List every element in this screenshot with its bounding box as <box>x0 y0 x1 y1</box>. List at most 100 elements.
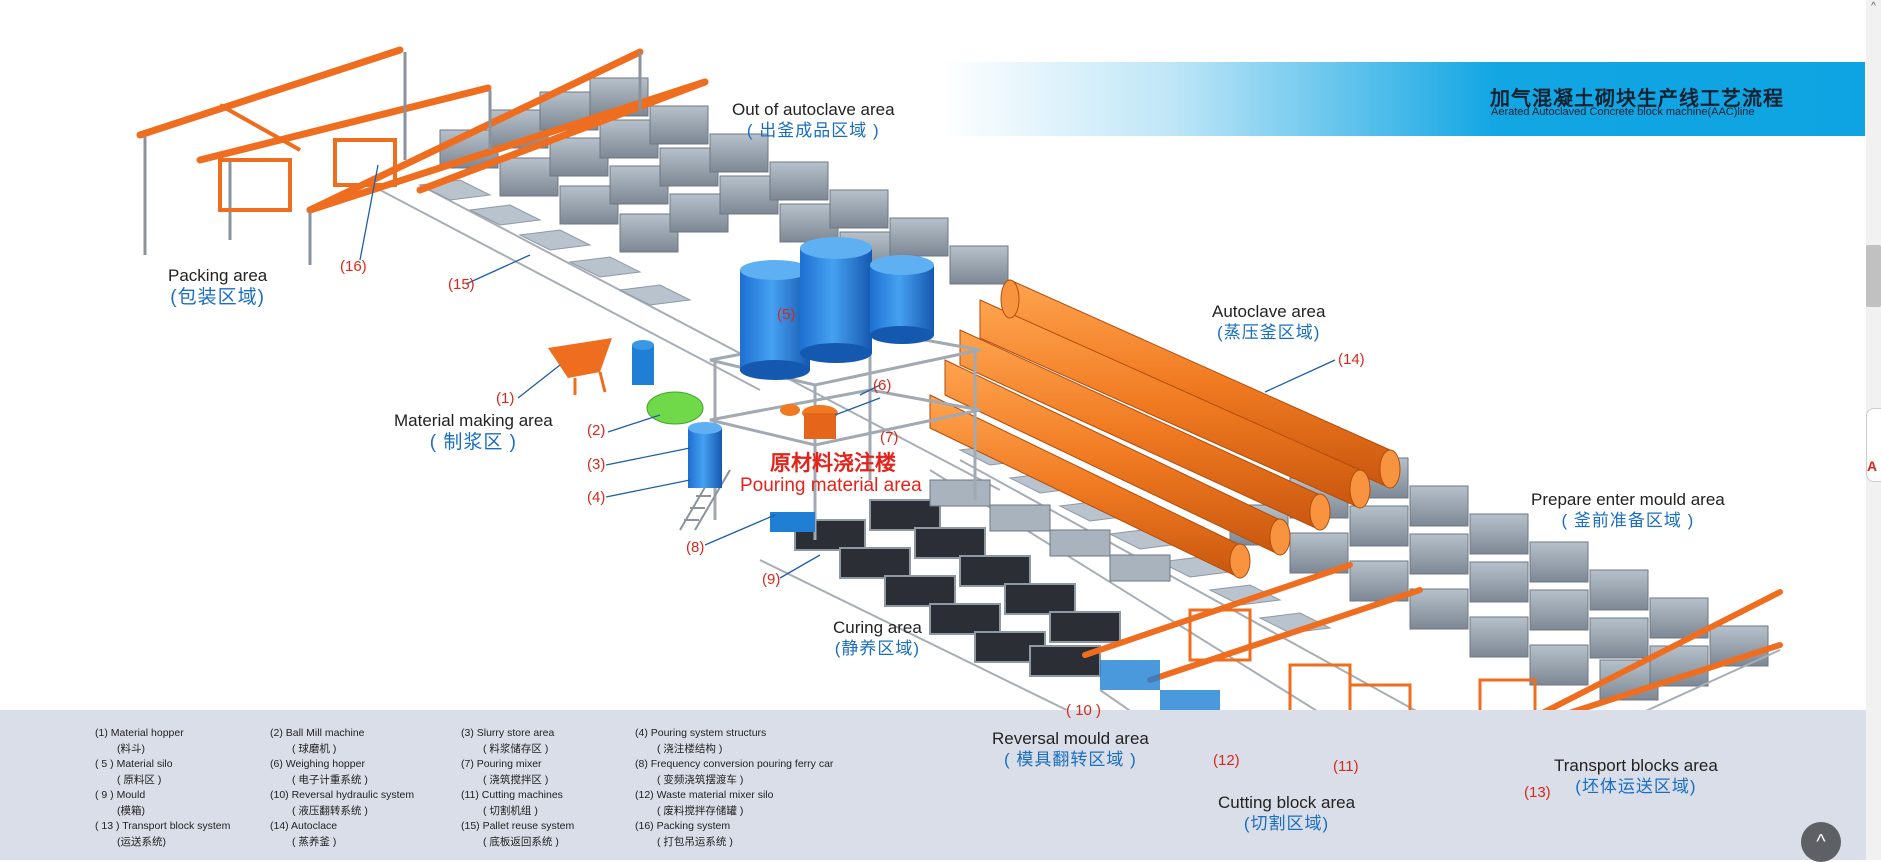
label-out-autoclave-en: Out of autoclave area <box>732 100 895 119</box>
legend-item-15: (12) Waste material mixer silo ( 废料搅拌存储罐… <box>635 788 773 819</box>
legend-item-8-zh: ( 蒸养釜 ) <box>292 835 337 848</box>
marker-7: (7) <box>880 429 899 446</box>
legend-item-5: (2) Ball Mill machine ( 球磨机 ) <box>270 726 365 757</box>
legend-item-11-zh: ( 切割机组 ) <box>483 804 538 817</box>
legend-item-3-en: ( 9 ) Mould <box>95 789 146 801</box>
legend-item-16-zh: ( 打包吊运系统 ) <box>657 835 733 848</box>
label-packing-en: Packing area <box>168 266 268 285</box>
legend-item-2-zh: ( 原料区 ) <box>117 773 162 786</box>
marker-1: (1) <box>496 390 515 407</box>
legend-item-4: ( 13 ) Transport block system (运送系统) <box>95 819 230 850</box>
label-curing-en: Curing area <box>833 618 922 637</box>
scrollbar-thumb[interactable] <box>1866 245 1881 307</box>
label-reversal-en: Reversal mould area <box>992 729 1149 748</box>
legend-item-2: ( 5 ) Material silo ( 原料区 ) <box>95 757 173 788</box>
label-curing-zh: (静养区域) <box>834 639 921 659</box>
legend-item-13-zh: ( 浇注楼结构 ) <box>657 742 723 755</box>
legend-item-6-en: (6) Weighing hopper <box>270 758 365 770</box>
legend-item-7-zh: ( 液压翻转系统 ) <box>292 804 368 817</box>
legend-item-13-en: (4) Pouring system structurs <box>635 727 767 739</box>
leader-lines <box>359 164 1541 786</box>
marker-6: (6) <box>873 377 892 394</box>
legend-item-7-en: (10) Reversal hydraulic system <box>270 789 415 801</box>
title-banner <box>940 62 1865 136</box>
legend-item-3: ( 9 ) Mould (模箱) <box>95 788 145 819</box>
label-transport-zh: (坯体运送区域) <box>1575 777 1697 797</box>
back-to-top-button[interactable]: ^ <box>1801 822 1841 862</box>
legend-item-1: (1) Material hopper (料斗) <box>95 726 184 757</box>
label-material-making-en: Material making area <box>394 411 553 430</box>
ball-mill <box>646 391 704 425</box>
marker-5: (5) <box>777 306 796 323</box>
legend-item-7: (10) Reversal hydraulic system ( 液压翻转系统 … <box>270 788 414 819</box>
marker-2: (2) <box>587 422 606 439</box>
label-autoclave-zh: (蒸压釜区域) <box>1217 323 1321 343</box>
block-stacks-upper <box>439 77 1009 285</box>
legend-item-6: (6) Weighing hopper ( 电子计重系统 ) <box>270 757 368 788</box>
legend-item-8: (14) Autoclace ( 蒸养釜 ) <box>270 819 337 850</box>
legend-item-2-en: ( 5 ) Material silo <box>95 758 173 770</box>
marker-12: (12) <box>1213 752 1240 769</box>
legend-item-6-zh: ( 电子计重系统 ) <box>292 773 368 786</box>
legend-item-9-en: (3) Slurry store area <box>461 727 555 739</box>
legend-panel <box>0 710 1866 860</box>
label-transport-en: Transport blocks area <box>1554 756 1718 775</box>
slurry-tanks <box>688 404 838 488</box>
label-autoclave-area: Autoclave area (蒸压釜区域) <box>1212 301 1325 344</box>
legend-item-10-en: (7) Pouring mixer <box>461 758 542 770</box>
curing-moulds <box>794 499 1121 677</box>
material-hopper <box>548 338 654 395</box>
marker-3: (3) <box>587 456 606 473</box>
legend-item-11-en: (11) Cutting machines <box>461 789 563 801</box>
label-transport-blocks-area: Transport blocks area (坯体运送区域) <box>1554 755 1718 798</box>
scroll-up-arrow-icon[interactable]: ^ <box>1871 1 1876 12</box>
label-pouring-zh: 原材料浇注楼 <box>770 452 896 475</box>
label-prepare-mould-zh: ( 釜前准备区域 ) <box>1561 511 1695 531</box>
legend-item-14-zh: ( 变频浇筑摆渡车 ) <box>657 773 744 786</box>
curing-mould-frames <box>929 479 1171 582</box>
legend-item-15-en: (12) Waste material mixer silo <box>635 789 774 801</box>
legend-item-11: (11) Cutting machines ( 切割机组 ) <box>461 788 563 819</box>
legend-item-1-zh: (料斗) <box>117 742 145 755</box>
legend-item-14: (8) Frequency conversion pouring ferry c… <box>635 757 833 788</box>
label-cutting-block-area: Cutting block area (切割区域) <box>1218 792 1355 835</box>
legend-item-16: (16) Packing system ( 打包吊运系统 ) <box>635 819 733 850</box>
label-reversal-mould-area: Reversal mould area ( 模具翻转区域 ) <box>992 728 1149 771</box>
legend-item-5-en: (2) Ball Mill machine <box>270 727 365 739</box>
label-pouring-en: Pouring material area <box>740 475 922 496</box>
marker-10: ( 10 ) <box>1066 702 1102 719</box>
legend-item-14-en: (8) Frequency conversion pouring ferry c… <box>635 758 834 770</box>
label-cutting-en: Cutting block area <box>1218 793 1356 812</box>
packing-crane <box>218 103 397 212</box>
legend-item-1-en: (1) Material hopper <box>95 727 184 739</box>
marker-11: (11) <box>1333 758 1359 775</box>
autoclaves <box>929 279 1401 579</box>
legend-item-10: (7) Pouring mixer ( 浇筑搅拌区 ) <box>461 757 548 788</box>
legend-item-3-zh: (模箱) <box>117 804 145 817</box>
side-float-tab[interactable] <box>1866 408 1881 482</box>
legend-item-9-zh: ( 料浆储存区 ) <box>483 742 549 755</box>
legend-item-10-zh: ( 浇筑搅拌区 ) <box>483 773 549 786</box>
legend-item-5-zh: ( 球磨机 ) <box>292 742 337 755</box>
ferry-car <box>770 512 1220 720</box>
banner-title-zh: 加气混凝土砌块生产线工艺流程 <box>1490 88 1784 110</box>
marker-14: (14) <box>1338 351 1365 368</box>
legend-item-4-zh: (运送系统) <box>117 835 166 848</box>
marker-15: (15) <box>448 276 475 293</box>
marker-9: (9) <box>762 571 781 588</box>
label-out-autoclave-area: Out of autoclave area ( 出釜成品区域 ) <box>732 99 895 142</box>
label-packing-zh: (包装区域) <box>170 287 265 309</box>
label-cutting-zh: (切割区域) <box>1243 814 1330 834</box>
chevron-up-icon: ^ <box>1816 831 1826 853</box>
legend-item-15-zh: ( 废料搅拌存储罐 ) <box>657 804 744 817</box>
label-autoclave-en: Autoclave area <box>1212 302 1326 321</box>
legend-item-12-en: (15) Pallet reuse system <box>461 820 575 832</box>
legend-item-9: (3) Slurry store area ( 料浆储存区 ) <box>461 726 554 757</box>
side-float-tab-label: A <box>1867 458 1878 474</box>
label-material-making-area: Material making area ( 制浆区 ) <box>394 410 553 455</box>
legend-item-12-zh: ( 底板返回系统 ) <box>483 835 559 848</box>
marker-4: (4) <box>587 489 606 506</box>
banner-title-en: Aerated Autoclaved Concrete block machin… <box>1491 106 1755 118</box>
